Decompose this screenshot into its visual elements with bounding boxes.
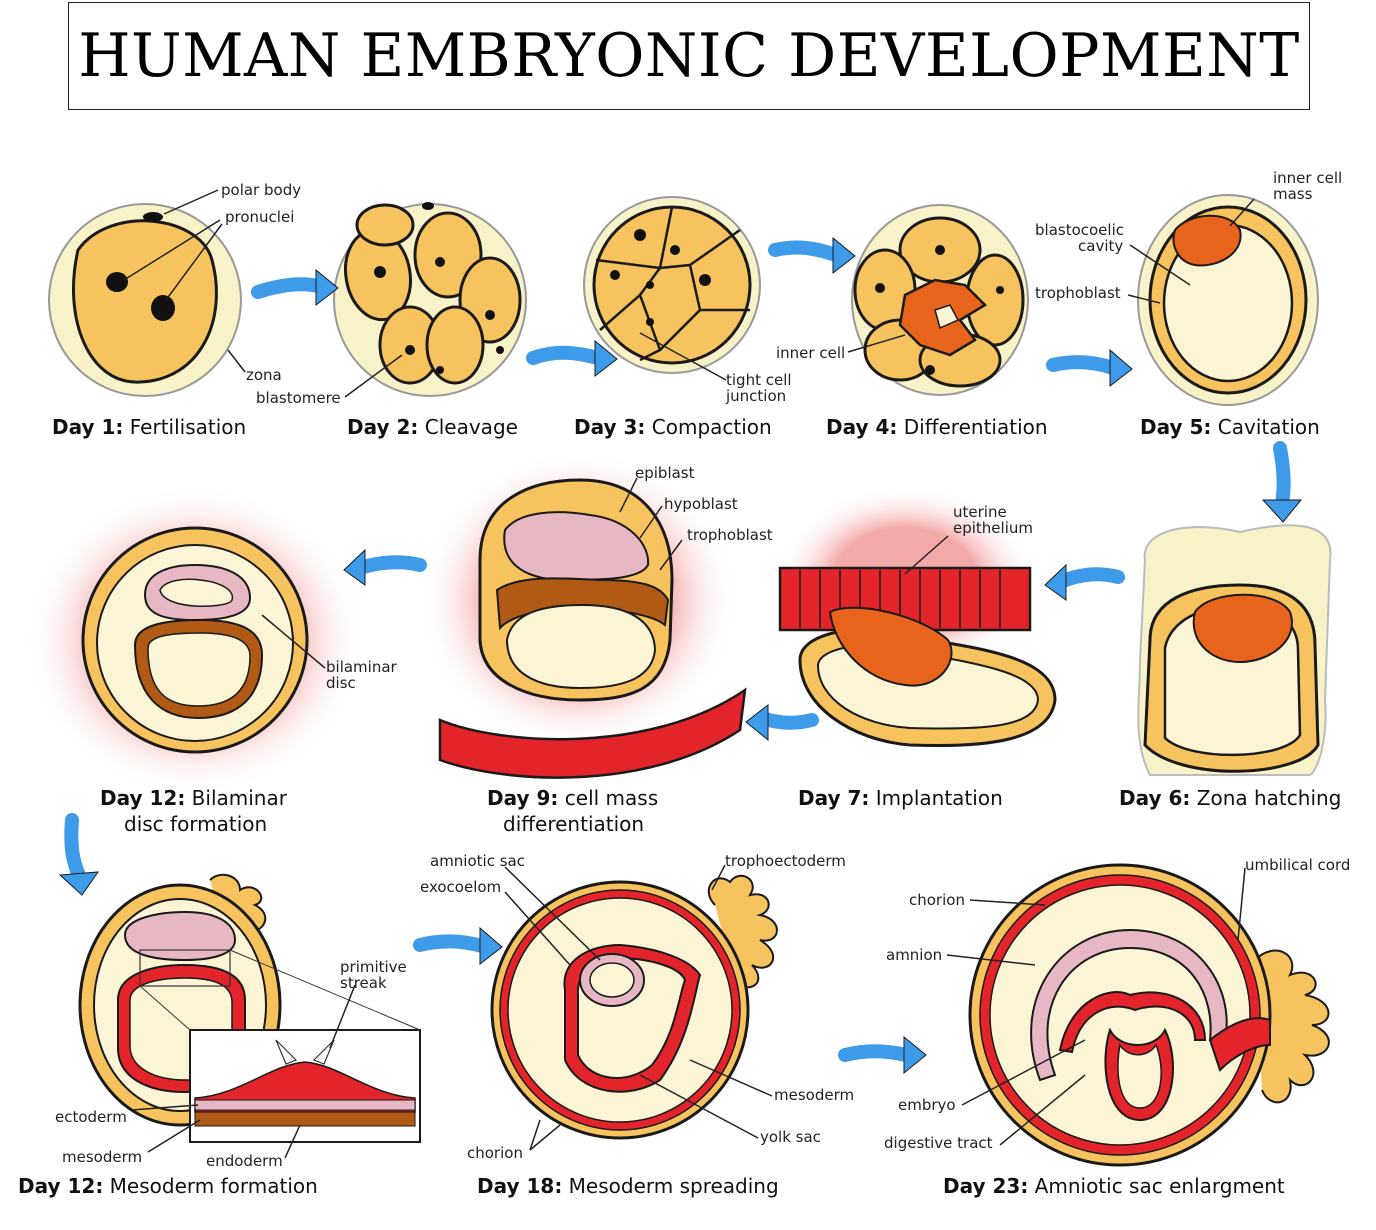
label-amnion: amnion (886, 946, 942, 964)
svg-text:Day 18: Mesoderm spreading: Day 18: Mesoderm spreading (477, 1174, 779, 1198)
svg-text:Day 12: Bilaminar: Day 12: Bilaminar (100, 786, 288, 810)
svg-text:Day 5: Cavitation: Day 5: Cavitation (1140, 415, 1320, 439)
caption-day9-day: Day 9: (487, 786, 558, 810)
caption-day12a-name: Bilaminar (192, 786, 288, 810)
day5-cavitation-illustration (1127, 194, 1319, 406)
day1-fertilisation-illustration (48, 189, 246, 397)
label-streak: streak (340, 974, 387, 992)
label-trophoectoderm: trophoectoderm (725, 852, 846, 870)
label-trophoblast-2: trophoblast (687, 526, 773, 544)
label-cavity: cavity (1078, 237, 1123, 255)
label-embryo: embryo (898, 1096, 956, 1114)
caption-day12b-day: Day 12: (18, 1174, 103, 1198)
label-umbilical-cord: umbilical cord (1245, 856, 1350, 874)
svg-text:Day 4: Differentiation: Day 4: Differentiation (826, 415, 1048, 439)
caption-day18-day: Day 18: (477, 1174, 562, 1198)
caption-day23-name: Amniotic sac enlargment (1035, 1174, 1285, 1198)
label-exocoelom: exocoelom (420, 878, 501, 896)
day6-zona-hatching-illustration (1137, 524, 1332, 776)
caption-day12b-name: Mesoderm formation (110, 1174, 318, 1198)
svg-text:Day 9: cell mass: Day 9: cell mass (487, 786, 658, 810)
svg-text:Day 23: Amniotic sac enlargmen: Day 23: Amniotic sac enlargment (943, 1174, 1285, 1198)
caption-day9-name2: differentiation (503, 812, 644, 836)
label-pronuclei: pronuclei (225, 208, 294, 226)
label-disc: disc (326, 674, 356, 692)
svg-text:Day 1: Fertilisation: Day 1: Fertilisation (52, 415, 246, 439)
caption-day6-day: Day 6: (1119, 786, 1190, 810)
caption-day4-name: Differentiation (904, 415, 1048, 439)
caption-day9-name: cell mass (565, 786, 658, 810)
label-tight-cell: tight cell (726, 371, 792, 389)
day2-cleavage-illustration (333, 202, 527, 398)
caption-day5-name: Cavitation (1218, 415, 1320, 439)
day12-bilaminar-illustration (25, 485, 365, 795)
label-blastocoelic: blastocoelic (1035, 221, 1124, 239)
caption-day4-day: Day 4: (826, 415, 897, 439)
label-chorion-18: chorion (467, 1144, 523, 1162)
label-inner-cell-mass: inner cell (1273, 169, 1342, 187)
label-amniotic-sac: amniotic sac (430, 852, 525, 870)
caption-day23-day: Day 23: (943, 1174, 1028, 1198)
day23-amniotic-sac-illustration (946, 863, 1330, 1167)
label-endoderm: endoderm (206, 1152, 283, 1170)
caption-day6-name: Zona hatching (1197, 786, 1342, 810)
page-title: HUMAN EMBRYONIC DEVELOPMENT (78, 21, 1300, 91)
label-trophoblast: trophoblast (1035, 284, 1121, 302)
day7-implantation-illustration (775, 485, 1057, 748)
label-epithelium: epithelium (953, 519, 1033, 537)
caption-day12a-name2: disc formation (124, 812, 267, 836)
label-inner-cell: inner cell (776, 344, 845, 362)
caption-day7-day: Day 7: (798, 786, 869, 810)
label-yolk-sac: yolk sac (760, 1128, 821, 1146)
svg-text:Day 7: Implantation: Day 7: Implantation (798, 786, 1003, 810)
caption-day5-day: Day 5: (1140, 415, 1211, 439)
label-polar-body: polar body (221, 181, 301, 199)
label-primitive: primitive (340, 958, 407, 976)
label-uterine: uterine (953, 503, 1007, 521)
day9-cell-mass-illustration (418, 450, 747, 779)
label-mesoderm-18: mesoderm (774, 1086, 854, 1104)
label-hypoblast: hypoblast (664, 495, 738, 513)
label-mass: mass (1273, 185, 1313, 203)
svg-text:Day 6: Zona hatching: Day 6: Zona hatching (1119, 786, 1341, 810)
day3-compaction-illustration (583, 196, 761, 381)
caption-day1-day: Day 1: (52, 415, 123, 439)
svg-text:Day 2: Cleavage: Day 2: Cleavage (347, 415, 518, 439)
label-mesoderm: mesoderm (62, 1148, 142, 1166)
caption-day3-day: Day 3: (574, 415, 645, 439)
day12-mesoderm-formation-illustration (78, 873, 421, 1159)
svg-text:Day 3: Compaction: Day 3: Compaction (574, 415, 772, 439)
caption-day1-name: Fertilisation (130, 415, 246, 439)
label-zona: zona (246, 366, 282, 384)
label-chorion-23: chorion (909, 891, 965, 909)
caption-day3-name: Compaction (652, 415, 772, 439)
caption-day7-name: Implantation (876, 786, 1003, 810)
label-digestive-tract: digestive tract (884, 1134, 993, 1152)
day18-mesoderm-spreading-illustration (490, 864, 778, 1151)
caption-day2-day: Day 2: (347, 415, 418, 439)
label-bilaminar: bilaminar (326, 658, 398, 676)
caption-day18-name: Mesoderm spreading (569, 1174, 779, 1198)
caption-day2-name: Cleavage (425, 415, 518, 439)
label-blastomere: blastomere (256, 389, 341, 407)
label-junction: junction (725, 387, 786, 405)
title-box: HUMAN EMBRYONIC DEVELOPMENT (68, 2, 1310, 110)
svg-text:Day 12: Mesoderm formation: Day 12: Mesoderm formation (18, 1174, 318, 1198)
label-epiblast: epiblast (635, 464, 695, 482)
label-ectoderm: ectoderm (55, 1108, 127, 1126)
caption-day12a-day: Day 12: (100, 786, 185, 810)
day4-differentiation-illustration (847, 204, 1029, 396)
